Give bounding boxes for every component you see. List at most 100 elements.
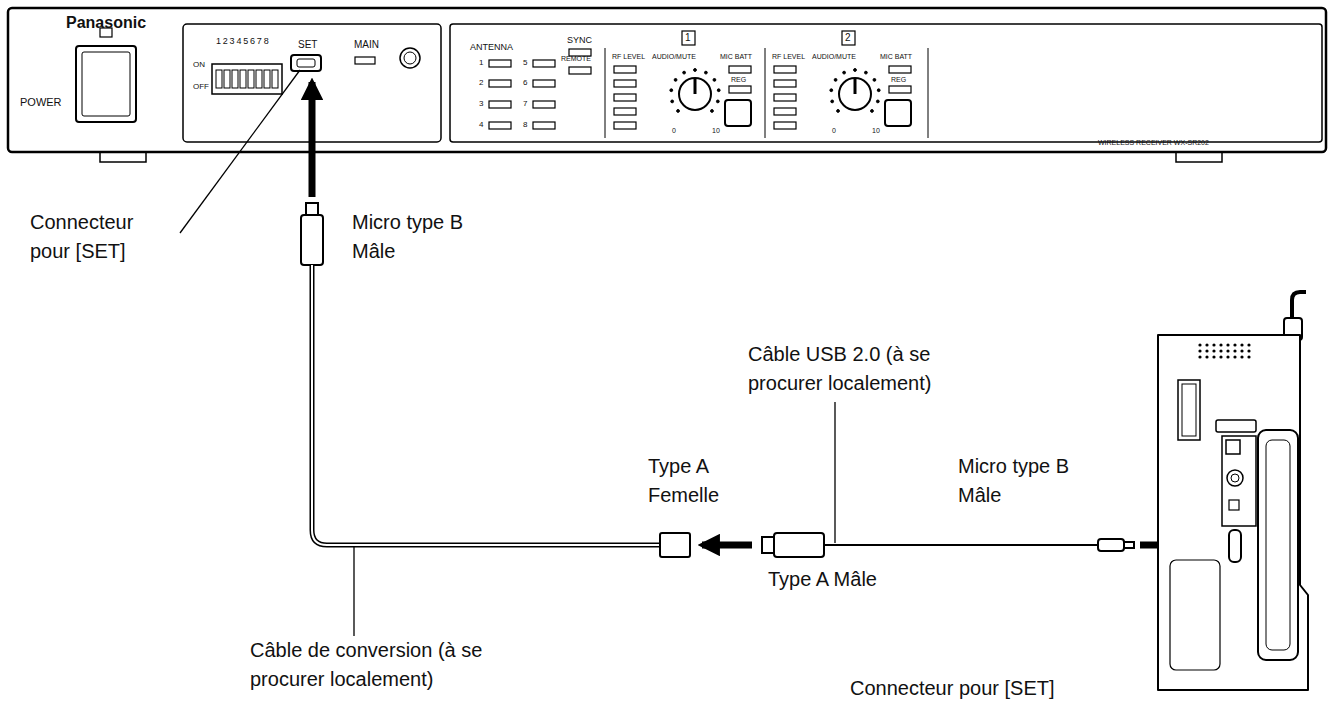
speaker-hole bbox=[1198, 355, 1201, 358]
led bbox=[614, 66, 636, 73]
knob-dot bbox=[704, 71, 707, 74]
knob-dot bbox=[873, 78, 876, 81]
dip-switch bbox=[232, 70, 238, 88]
knob-dot bbox=[854, 69, 857, 72]
speaker-hole bbox=[1247, 355, 1250, 358]
led bbox=[614, 108, 636, 115]
led bbox=[569, 67, 591, 74]
panel-label: 10 bbox=[712, 127, 720, 134]
callout-label: Micro type B Mâle bbox=[352, 208, 492, 266]
led bbox=[489, 80, 511, 87]
volume-knob bbox=[839, 78, 871, 110]
transmitter bbox=[1158, 292, 1308, 690]
knob-dot bbox=[671, 100, 674, 103]
speaker-hole bbox=[1240, 349, 1243, 352]
panel-label: 8 bbox=[523, 121, 527, 129]
dip-switch bbox=[272, 70, 278, 88]
speaker-hole bbox=[1219, 349, 1222, 352]
panel-label: 2 bbox=[845, 33, 851, 43]
panel-label: AUDIO/MUTE bbox=[652, 53, 696, 60]
panel-label: 0 bbox=[672, 127, 676, 134]
speaker-hole bbox=[1212, 355, 1215, 358]
knob-dot bbox=[831, 100, 834, 103]
panel-label: MIC BATT bbox=[880, 53, 912, 60]
speaker-hole bbox=[1212, 343, 1215, 346]
led bbox=[774, 94, 796, 101]
panel-label: OFF bbox=[193, 83, 209, 91]
led bbox=[489, 101, 511, 108]
speaker-hole bbox=[1219, 343, 1222, 346]
panel-label: SET bbox=[298, 40, 317, 50]
speaker-hole bbox=[1233, 355, 1236, 358]
panel-label: ANTENNA bbox=[470, 43, 513, 52]
dip-switch bbox=[224, 70, 230, 88]
led bbox=[489, 122, 511, 129]
panel-label: REG bbox=[891, 76, 906, 83]
led bbox=[569, 49, 591, 56]
knob-dot bbox=[876, 100, 879, 103]
speaker-hole bbox=[1226, 355, 1229, 358]
panel-label: REG bbox=[731, 76, 746, 83]
volume-knob bbox=[679, 78, 711, 110]
type-a-male-plug bbox=[762, 533, 824, 557]
panel-label: AUDIO/MUTE bbox=[812, 53, 856, 60]
usb-cable bbox=[824, 544, 1098, 546]
knob-dot bbox=[694, 69, 697, 72]
led bbox=[533, 60, 555, 67]
knob-dot bbox=[677, 110, 680, 113]
knob-dot bbox=[834, 78, 837, 81]
knob-pointer bbox=[694, 79, 697, 94]
speaker-hole bbox=[1226, 343, 1229, 346]
callout-label: Câble de conversion (à se procurer local… bbox=[250, 636, 510, 694]
panel-label: 10 bbox=[872, 127, 880, 134]
speaker-hole bbox=[1240, 343, 1243, 346]
led bbox=[774, 66, 796, 73]
leader-lines bbox=[180, 70, 1262, 690]
panel-label: ON bbox=[193, 61, 205, 69]
led bbox=[614, 122, 636, 129]
speaker-hole bbox=[1247, 349, 1250, 352]
panel-label: 0 bbox=[832, 127, 836, 134]
panel-label: 3 bbox=[479, 100, 483, 108]
knob-dot bbox=[716, 100, 719, 103]
knob-dot bbox=[864, 71, 867, 74]
callout-label: Câble USB 2.0 (à se procurer localement) bbox=[748, 340, 998, 398]
panel-label: 1 bbox=[479, 59, 483, 67]
knob-dot bbox=[683, 71, 686, 74]
speaker-hole bbox=[1212, 349, 1215, 352]
knob-dot bbox=[713, 78, 716, 81]
micro-b-plug bbox=[1098, 539, 1134, 551]
micro-b-plug bbox=[301, 203, 323, 265]
receiver-panel bbox=[8, 8, 1326, 162]
knob-dot bbox=[877, 89, 880, 92]
panel-label: RF LEVEL bbox=[612, 53, 645, 60]
callout-label: Micro type B Mâle bbox=[958, 452, 1098, 510]
knob-dot bbox=[843, 71, 846, 74]
speaker-hole bbox=[1240, 355, 1243, 358]
conversion-cable bbox=[312, 265, 660, 545]
dip-switch bbox=[264, 70, 270, 88]
model-name: WIRELESS RECEIVER WX-SR202 bbox=[1098, 139, 1209, 146]
led bbox=[774, 122, 796, 129]
led bbox=[614, 94, 636, 101]
led bbox=[533, 101, 555, 108]
knob-dot bbox=[711, 110, 714, 113]
callout-label: Type A Mâle bbox=[768, 565, 878, 594]
speaker-hole bbox=[1219, 355, 1222, 358]
led bbox=[729, 86, 751, 93]
conversion-cable-core bbox=[312, 265, 660, 545]
speaker-hole bbox=[1233, 343, 1236, 346]
knob-dot bbox=[717, 89, 720, 92]
panel-label: 1 bbox=[685, 33, 691, 43]
panel-label: 6 bbox=[523, 79, 527, 87]
type-a-female bbox=[660, 533, 690, 557]
led bbox=[729, 66, 751, 73]
insert-arrow bbox=[309, 82, 316, 197]
dip-switch bbox=[248, 70, 254, 88]
speaker-hole bbox=[1205, 349, 1208, 352]
knob-dot bbox=[674, 78, 677, 81]
speaker-hole bbox=[1233, 349, 1236, 352]
knob-dot bbox=[670, 89, 673, 92]
speaker-hole bbox=[1247, 343, 1250, 346]
panel-label: 7 bbox=[523, 100, 527, 108]
